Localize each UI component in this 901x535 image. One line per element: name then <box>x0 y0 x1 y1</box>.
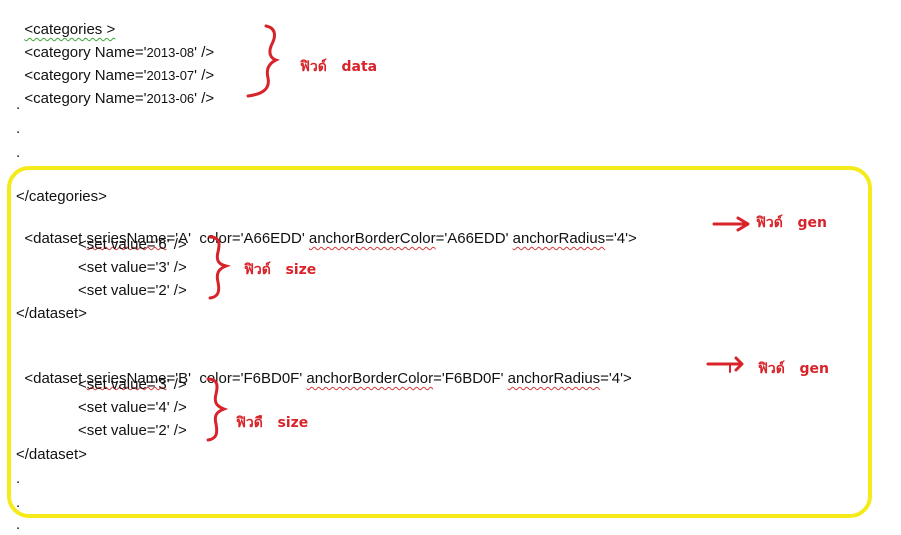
arrow-right-icon <box>706 356 744 373</box>
attr-series-value: ='A' color='A66EDD' <box>166 230 309 247</box>
brace-mark <box>246 24 280 98</box>
highlight-box <box>7 166 872 518</box>
attr-series-value: ='B' color='F6BD0F' <box>166 370 307 387</box>
ellipsis-dot: . <box>16 494 21 511</box>
dataset-open-tag: <dataset seriesName='B' color='F6BD0F' a… <box>16 352 632 388</box>
categories-close-tag: </categories> <box>16 188 107 205</box>
category-name-value: 2013-07 <box>146 68 195 83</box>
annotation-size-b: ฟิวดื size <box>236 415 309 431</box>
ellipsis-dot: . <box>16 470 21 487</box>
attr-anchor-radius-value: ='4'> <box>600 370 632 387</box>
category-name-value: 2013-06 <box>146 91 195 106</box>
attr-anchor-radius-value: ='4'> <box>605 230 637 247</box>
attr-anchor-border-value: ='F6BD0F' <box>433 370 508 387</box>
annotation-data: ฟิวด์ data <box>300 59 378 75</box>
ellipsis-dot: . <box>16 96 21 113</box>
attr-series-name: seriesName <box>86 370 167 387</box>
category-line: <category Name='2013-07' /> <box>16 49 214 85</box>
attr-anchor-border-value: ='A66EDD' <box>435 230 513 247</box>
annotation-gen-a: ฟิวด์ gen <box>756 215 827 231</box>
set-line: <set value='2' /> <box>78 282 187 299</box>
dataset-close-tag: </dataset> <box>16 305 87 322</box>
category-suffix: ' /> <box>194 67 215 84</box>
category-line: <category Name='2013-08' /> <box>16 26 214 62</box>
set-line: <set value='4' /> <box>78 399 187 416</box>
category-prefix: <category Name=' <box>24 44 147 61</box>
brace-mark <box>206 377 229 442</box>
attr-anchor-border-color: anchorBorderColor <box>306 370 434 387</box>
categories-open-text: <categories > <box>24 21 116 38</box>
category-name-value: 2013-08 <box>146 45 195 60</box>
attr-anchor-border-color: anchorBorderColor <box>308 230 436 247</box>
ellipsis-dot: . <box>16 144 21 161</box>
category-suffix: ' /> <box>194 44 215 61</box>
annotation-size-a: ฟิวด์ size <box>244 262 317 278</box>
dataset-close-tag: </dataset> <box>16 446 87 463</box>
categories-open-tag: <categories > <box>16 3 115 39</box>
attr-series-name: seriesName <box>86 230 167 247</box>
set-line: <set value='2' /> <box>78 422 187 439</box>
set-line: <set value='3' /> <box>78 259 187 276</box>
dataset-open-tag: <dataset seriesName='A' color='A66EDD' a… <box>16 212 637 248</box>
dataset-tag-text: <dataset <box>24 230 87 247</box>
category-prefix: <category Name=' <box>24 67 147 84</box>
attr-anchor-radius: anchorRadius <box>507 370 601 387</box>
arrow-right-icon <box>712 216 750 232</box>
brace-mark <box>208 235 232 300</box>
dataset-tag-text: <dataset <box>24 370 87 387</box>
ellipsis-dot: . <box>16 516 21 533</box>
category-prefix: <category Name=' <box>24 90 147 107</box>
set-line: <set value='6' /> <box>78 236 187 253</box>
category-suffix: ' /> <box>194 90 215 107</box>
category-line: <category Name='2013-06' /> <box>16 72 214 108</box>
annotation-gen-b: ฟิวด์ gen <box>758 361 829 377</box>
ellipsis-dot: . <box>16 120 21 137</box>
set-line: <set value='3' /> <box>78 376 187 393</box>
attr-anchor-radius: anchorRadius <box>512 230 606 247</box>
